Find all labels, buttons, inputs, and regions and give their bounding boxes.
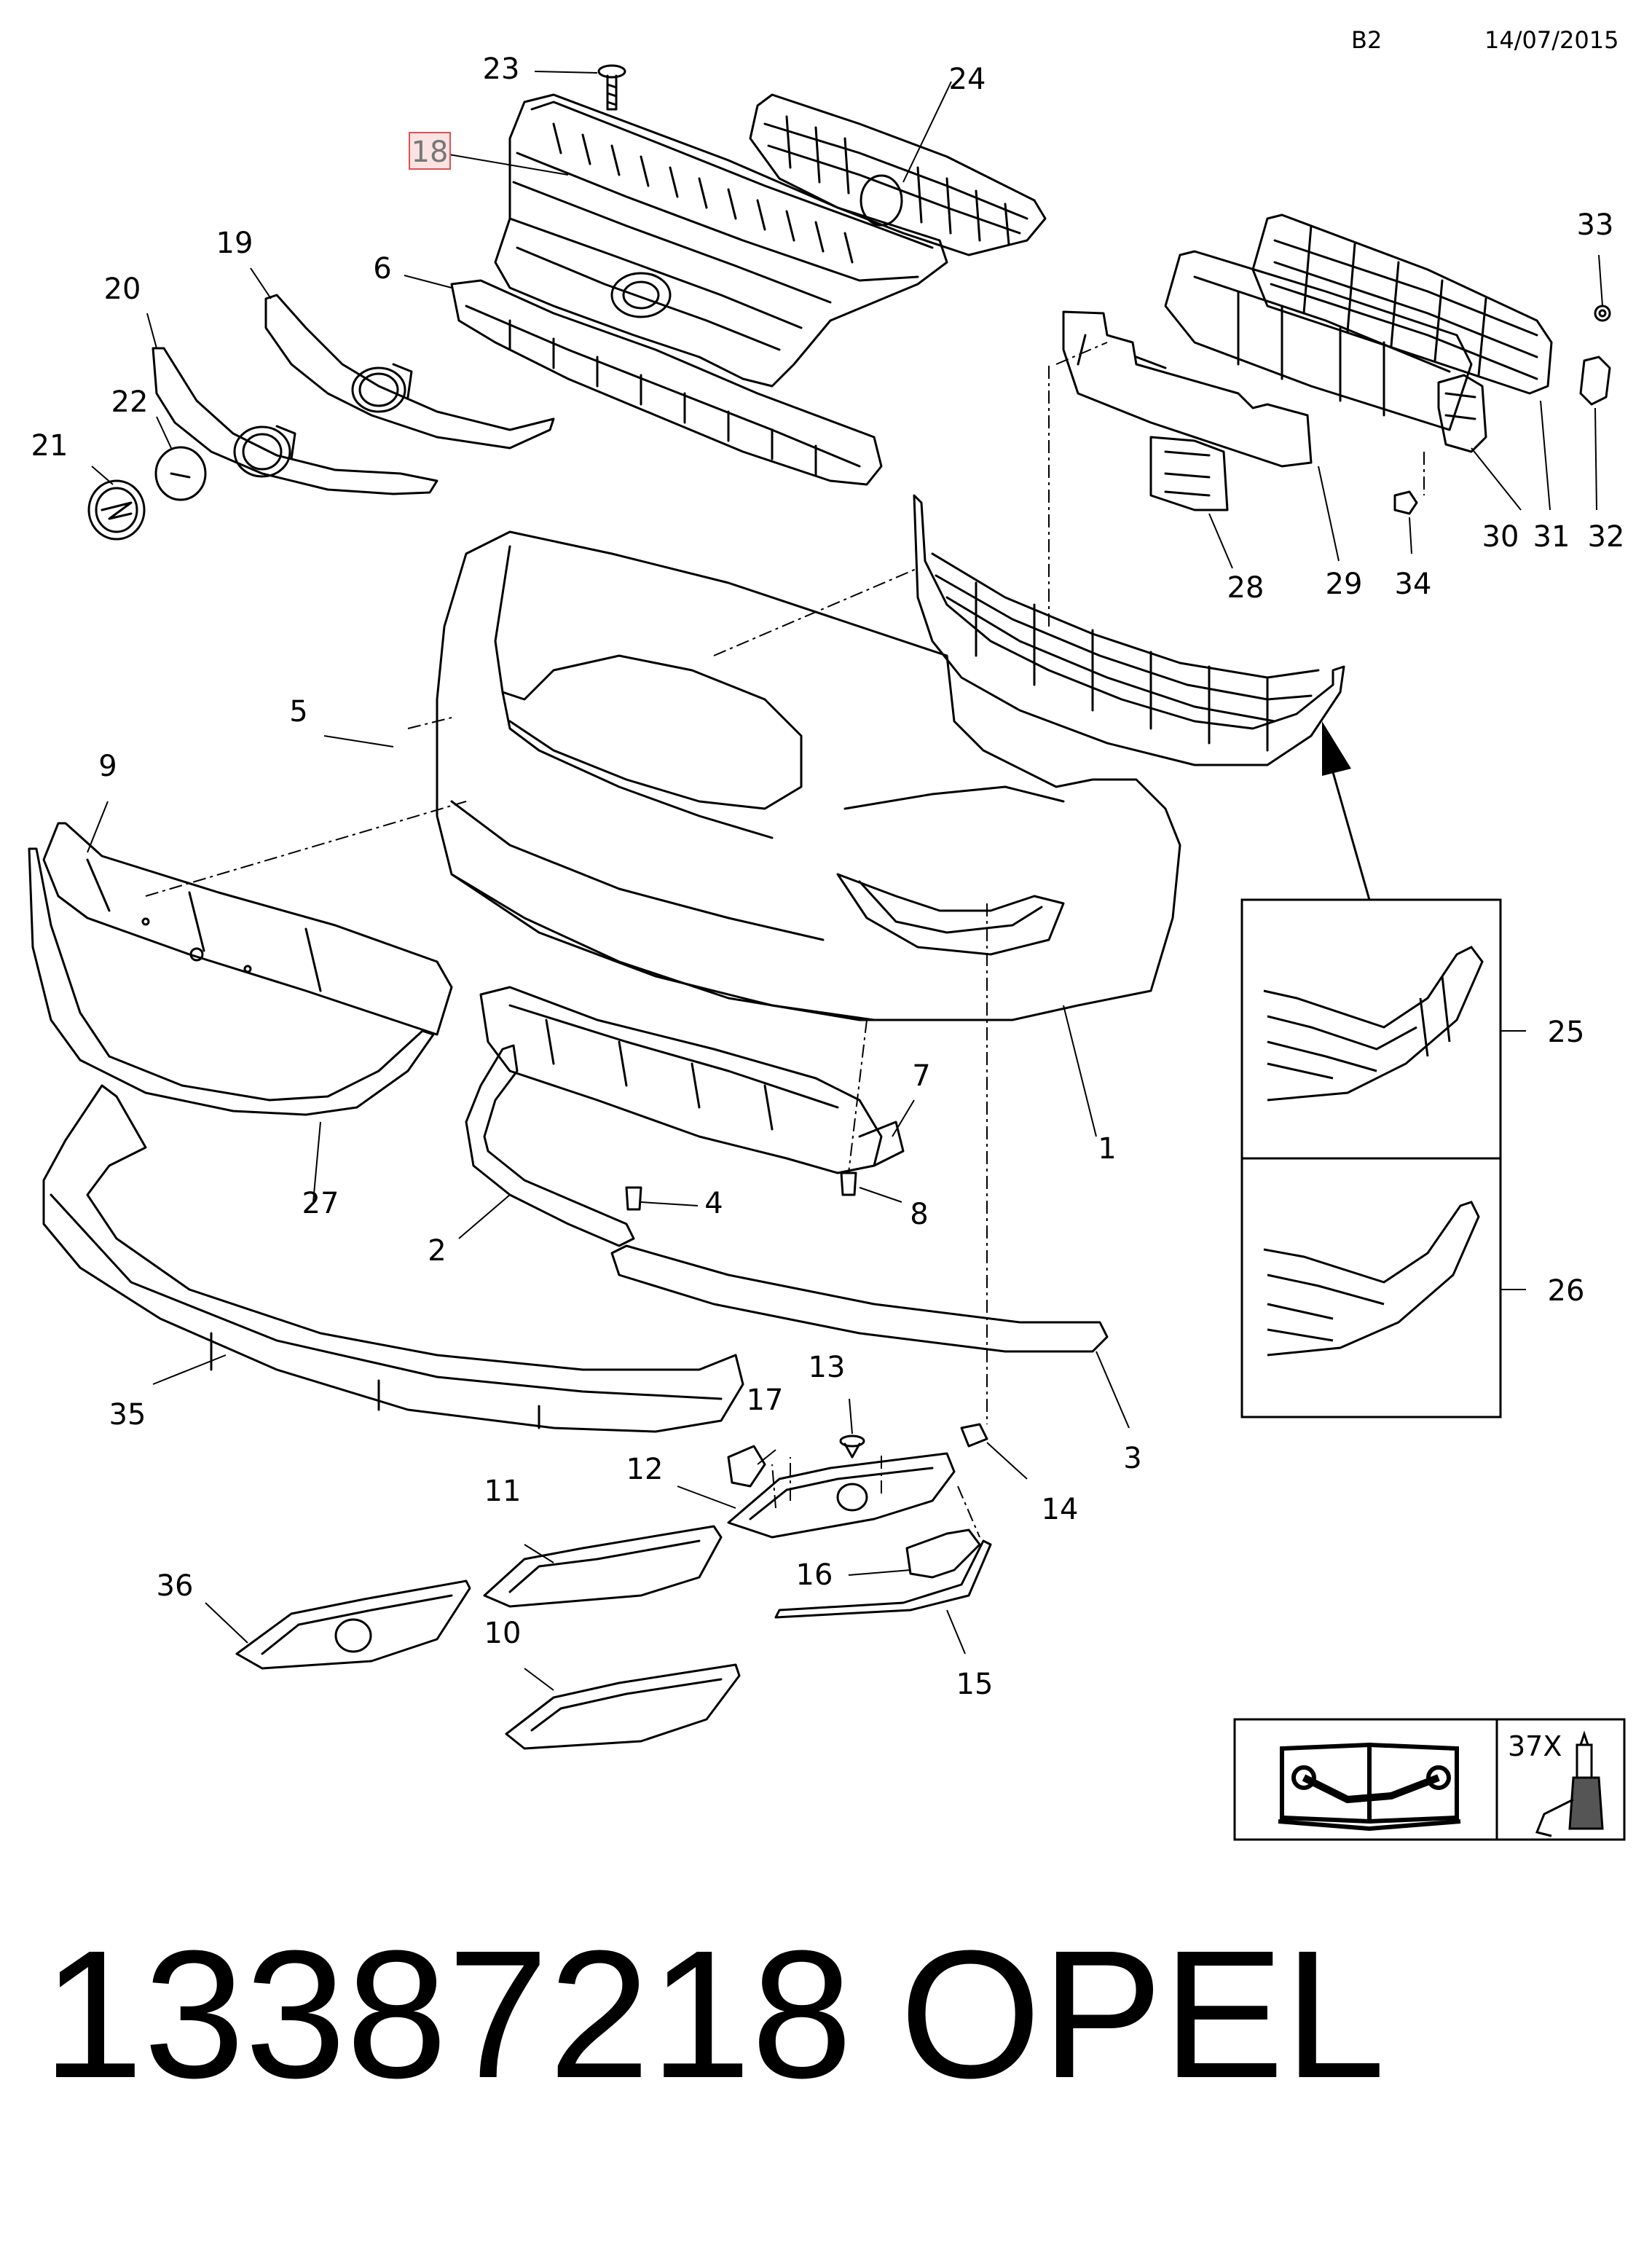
callout-36: 36 [157,1569,194,1603]
part-16-trim [905,1528,981,1579]
callout-27: 27 [302,1187,339,1220]
sheet-code: B2 [1351,26,1382,54]
callout-28: 28 [1227,571,1264,605]
callout-18: 18 [412,136,449,169]
footer-part-number: 13387218 [42,1912,853,2116]
part-1-bumper-cover [436,530,1181,1021]
callout-22: 22 [111,385,149,419]
part-4-clip [625,1186,642,1211]
callout-1: 1 [1098,1132,1116,1166]
callout-31: 31 [1533,520,1570,554]
adhesive-tube-icon [1535,1730,1604,1837]
part-10-fog-lamp-bezel [505,1663,741,1750]
part-34-clip [1393,490,1418,515]
part-19-grille-trim [264,294,555,450]
part-6-energy-absorber [450,279,883,486]
part-28-plate-mount [1149,436,1229,511]
manual-wrench-icon [1278,1742,1461,1832]
part-21-emblem [87,479,146,541]
part-20-chrome-trim [152,347,438,495]
adhesive-label: 37X [1508,1730,1562,1762]
part-7-underbody-shield [479,986,905,1174]
callout-34: 34 [1395,568,1432,601]
sheet-date: 14/07/2015 [1484,26,1619,54]
part-30-actuator [1437,374,1487,453]
part-33-screw [1594,305,1611,322]
part-18-upper-grille [494,93,948,388]
callout-15: 15 [956,1668,994,1701]
callout-14: 14 [1042,1493,1079,1526]
part-24-grille-insert [749,93,1047,256]
callout-33: 33 [1577,208,1614,242]
callout-16: 16 [796,1558,833,1592]
legend-box: 37X [1233,1718,1626,1841]
callout-29: 29 [1326,568,1363,601]
part-8-clip [840,1171,857,1196]
callout-11: 11 [484,1475,522,1508]
callout-3: 3 [1123,1442,1141,1475]
detail-arrow [1322,721,1371,900]
detail-panel [1240,898,1502,1418]
detail-25-grille-corner [1263,946,1484,1102]
callout-23: 23 [483,52,520,86]
part-35-lower-spoiler [42,1084,744,1433]
part-11-fog-lamp-bezel [483,1525,723,1608]
part-12-fog-lamp-bezel [727,1452,956,1539]
callout-24: 24 [949,63,986,96]
callout-30: 30 [1482,520,1519,554]
part-15-chrome-strip [774,1539,992,1619]
callout-9: 9 [98,750,117,783]
callout-35: 35 [109,1398,146,1432]
part-31-air-shutter [1164,213,1553,431]
part-14-clip [960,1423,988,1448]
part-32-clip [1579,356,1611,406]
callout-18-highlight-box [409,132,451,170]
part-29-license-plate-bracket [1062,310,1313,468]
footer-brand: OPEL [900,1912,1385,2116]
callout-7: 7 [912,1059,930,1093]
callout-26: 26 [1548,1274,1585,1308]
part-2-side-bracket [465,1044,635,1247]
callout-19: 19 [216,227,253,260]
callout-12: 12 [626,1453,664,1486]
callout-5: 5 [289,695,307,729]
callout-20: 20 [104,272,141,306]
assembly-guide-lines [145,342,1425,1538]
callout-2: 2 [428,1234,446,1268]
callout-13: 13 [809,1351,846,1384]
callout-6: 6 [373,252,391,286]
callout-25: 25 [1548,1016,1585,1049]
callout-21: 21 [31,429,68,463]
callout-8: 8 [910,1198,928,1231]
callout-4: 4 [704,1187,723,1220]
part-lower-center-grille [913,494,1345,766]
part-22-emblem-cap [154,446,207,501]
leader-lines [87,71,1603,1691]
callout-32: 32 [1588,520,1625,554]
part-13-screw [839,1435,865,1459]
part-27-lower-trim [28,847,435,1116]
callout-10: 10 [484,1617,522,1650]
detail-26-grille-corner [1263,1201,1480,1357]
part-9-bumper-strip [42,822,453,1036]
part-23-screw [597,64,626,111]
callout-17: 17 [747,1384,784,1417]
part-36-fog-lamp-bezel [235,1579,471,1670]
part-17-cap [727,1445,766,1488]
part-3-lower-lip [610,1244,1109,1353]
